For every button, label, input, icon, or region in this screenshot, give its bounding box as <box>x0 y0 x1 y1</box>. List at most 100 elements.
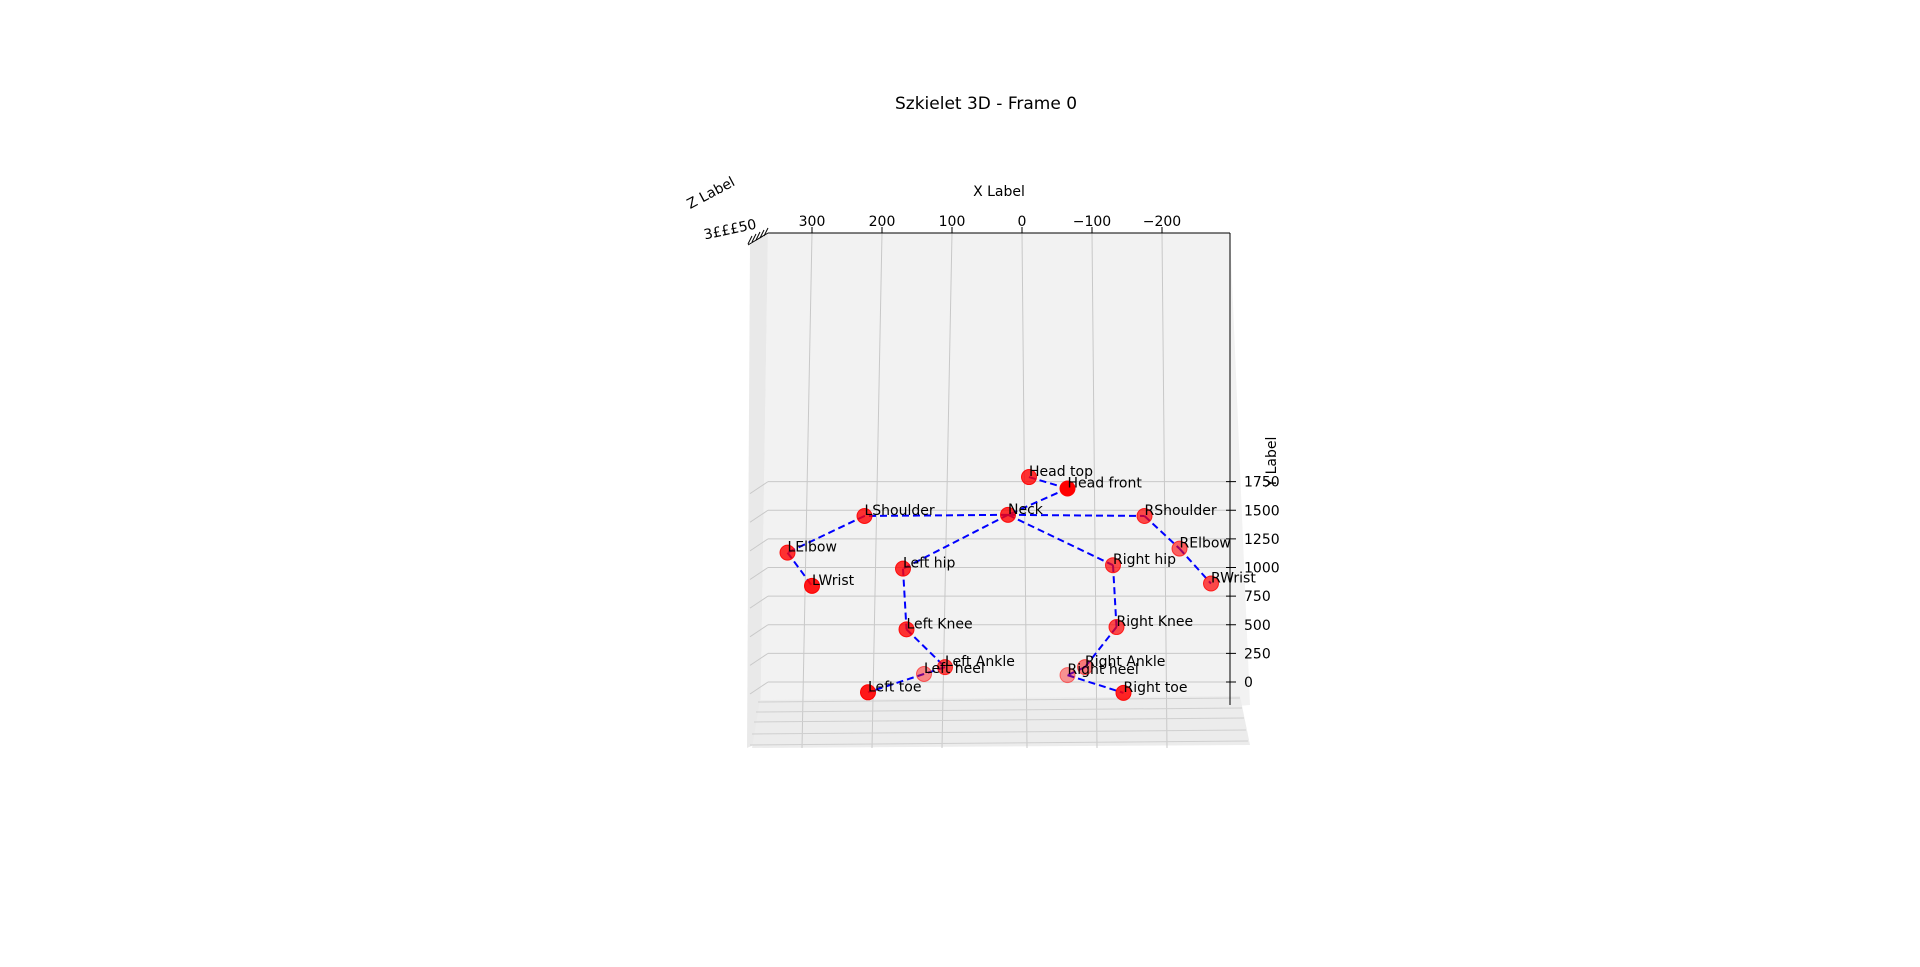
bone-line <box>867 666 946 694</box>
joint-point <box>1108 619 1125 636</box>
y-tick-label: 1250 <box>1244 532 1280 548</box>
joint-point <box>1115 684 1132 701</box>
y-gridline-side <box>749 652 769 666</box>
joint-label: Left Knee <box>907 616 973 632</box>
y-ticks: 0 250 500 750 1000 1250 1500 1750 <box>1226 475 1280 691</box>
bone-line <box>864 513 1009 517</box>
x-ticks: 300 200 100 0 −100 −200 <box>799 214 1181 233</box>
y-gridline-side <box>749 595 769 609</box>
plot-pane <box>760 233 1250 742</box>
joint-point <box>1105 557 1121 574</box>
y-tick-label: 1750 <box>1244 475 1280 491</box>
y-gridline-side <box>749 624 769 638</box>
chart-title: Szkielet 3D - Frame 0 <box>895 94 1077 114</box>
x-tick-label: 200 <box>869 214 896 230</box>
z-axis-label: Z Label <box>684 174 737 212</box>
joint-label: LShoulder <box>865 503 935 519</box>
joint-label: Right Ankle <box>1085 654 1165 670</box>
floor-pane <box>752 696 1250 748</box>
z-tick-mark <box>751 233 757 243</box>
y-tick-label: 1000 <box>1244 561 1280 577</box>
left-pane <box>747 233 768 748</box>
y-tick-label: 1500 <box>1244 503 1280 519</box>
joint-label: Right heel <box>1068 662 1139 678</box>
floor-gridline <box>749 740 1249 746</box>
bone-line <box>1007 513 1114 567</box>
x-tick-label: 300 <box>799 214 826 230</box>
joint-point <box>1021 469 1037 486</box>
joint-label: Head top <box>1029 464 1093 480</box>
joint-label: Left Ankle <box>945 654 1015 670</box>
y-gridline-side <box>749 509 769 523</box>
y-gridline-side <box>749 567 769 580</box>
y-axis-label: Y Label <box>1264 437 1280 489</box>
grid-lines <box>749 232 1249 749</box>
joint-point <box>779 544 796 561</box>
joint-point <box>1203 575 1219 592</box>
floor-gridline <box>757 697 1241 703</box>
joint-label: LWrist <box>812 573 855 589</box>
joint-point <box>1171 540 1188 557</box>
x-gridline <box>871 232 883 749</box>
joint-label: Right toe <box>1124 680 1188 696</box>
bone-line <box>902 513 1009 570</box>
z-tick-labels: 3£££50 <box>702 217 758 244</box>
joint-point <box>1136 507 1153 524</box>
joint-label: Neck <box>1008 502 1044 518</box>
x-gridline <box>1021 232 1028 749</box>
joint-label: Left heel <box>924 661 985 677</box>
y-tick-label: 250 <box>1244 646 1271 662</box>
bone-line <box>1067 674 1124 694</box>
joint-label: RWrist <box>1211 571 1256 587</box>
x-tick-label: 0 <box>1018 214 1027 230</box>
x-axis-label: X Label <box>973 184 1025 200</box>
joint-label: Head front <box>1068 475 1143 491</box>
y-tick-label: 750 <box>1244 589 1271 605</box>
joint-point <box>1059 480 1076 497</box>
x-gridline <box>801 232 813 749</box>
bone-line <box>1084 626 1118 668</box>
skeleton-joints <box>779 469 1219 701</box>
joint-label: Left toe <box>868 679 921 695</box>
bone-line <box>902 568 908 630</box>
joint-point <box>804 577 820 594</box>
x-gridline <box>1161 232 1168 749</box>
z-tick-mark <box>747 235 753 245</box>
z-ticks <box>747 227 769 245</box>
y-tick-label: 500 <box>1244 618 1271 634</box>
floor-gridline <box>751 729 1247 735</box>
joint-point <box>898 621 915 638</box>
joint-point <box>937 659 953 676</box>
joint-point <box>1059 667 1076 684</box>
floor-gridline <box>753 717 1245 723</box>
joint-point <box>916 665 932 682</box>
y-gridline-side <box>749 538 769 552</box>
joint-label: LElbow <box>788 540 837 556</box>
x-tick-label: −100 <box>1073 214 1111 230</box>
y-gridline-side <box>749 681 769 695</box>
joint-point <box>1000 506 1016 523</box>
joint-point <box>895 560 911 577</box>
bone-line <box>905 628 946 668</box>
bone-line <box>787 515 865 554</box>
joint-label: Right hip <box>1113 552 1176 568</box>
joint-point <box>1077 659 1093 676</box>
joint-label: Left hip <box>903 556 956 572</box>
bone-line <box>1007 513 1145 517</box>
floor-gridline <box>755 707 1243 713</box>
z-tick-mark <box>759 229 765 239</box>
x-tick-label: −200 <box>1143 214 1181 230</box>
y-tick-label: 0 <box>1244 675 1253 691</box>
z-tick-mark <box>755 231 761 241</box>
joint-label: RElbow <box>1180 536 1231 552</box>
z-tick-mark <box>763 227 769 237</box>
x-gridline <box>1091 232 1098 749</box>
joint-point <box>860 684 876 701</box>
joint-label: RShoulder <box>1145 503 1217 519</box>
joint-point <box>856 507 873 524</box>
joint-label: Right Knee <box>1117 614 1194 630</box>
x-tick-label: 100 <box>939 214 966 230</box>
y-gridline-side <box>749 481 769 495</box>
